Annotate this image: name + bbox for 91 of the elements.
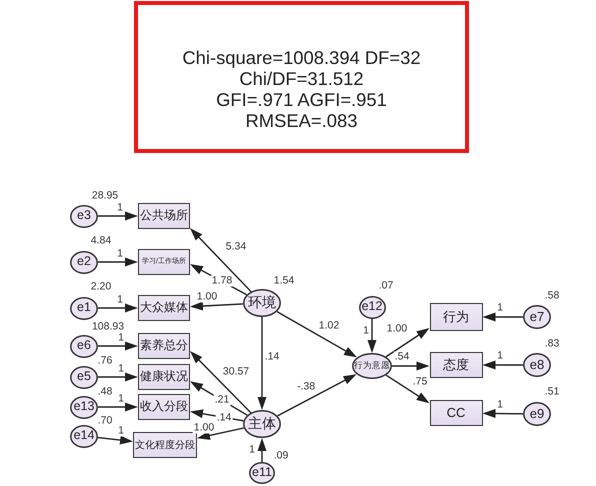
edge-label: 1 [248, 444, 256, 456]
arrow [276, 310, 357, 358]
arrow [190, 351, 252, 414]
fit-statistic-text: GFI=.971 AGFI=.951 [216, 88, 387, 110]
edge-label: .21 [214, 394, 230, 406]
error-term-circle: e5 [70, 366, 98, 388]
observed-variable-box: 收入分段 [138, 394, 190, 420]
observed-variable-box: 态度 [430, 352, 482, 378]
error-term-circle: e2 [70, 250, 98, 274]
edge-label: -.38 [296, 382, 316, 392]
edge-label: 1 [496, 302, 504, 314]
variance-label: .83 [544, 338, 560, 350]
error-term-circle: e11 [249, 462, 275, 484]
error-term-circle: e7 [523, 305, 551, 329]
arrow [98, 402, 138, 412]
variance-label: 2.20 [90, 282, 112, 292]
arrow [98, 258, 138, 266]
error-term-circle: e1 [70, 296, 98, 320]
arrow [98, 372, 138, 382]
arrow [482, 409, 523, 418]
arrow [98, 304, 138, 312]
fit-statistic-text: Chi-square=1008.394 DF=32 [182, 46, 421, 68]
edge-label: 30.57 [222, 366, 250, 378]
variance-label: .48 [96, 386, 114, 398]
variance-label: .51 [544, 386, 560, 398]
variance-label: 28.95 [90, 190, 120, 202]
arrow [277, 374, 356, 416]
arrow [190, 228, 252, 292]
observed-variable-box: 行为 [430, 303, 482, 331]
variance-label: 108.93 [90, 322, 126, 332]
arrow [392, 362, 430, 370]
edge-label: 1 [117, 364, 125, 374]
edge-label: 1 [496, 400, 504, 410]
edge-label: .75 [412, 376, 428, 388]
error-term-circle: e12 [358, 296, 386, 318]
edge-label: .14 [216, 412, 232, 423]
edge-label: 1 [117, 426, 125, 436]
edge-label: 1.00 [192, 422, 216, 434]
observed-variable-box: 健康状况 [138, 364, 190, 390]
error-term-circle: e8 [523, 353, 551, 377]
arrow [197, 427, 244, 440]
arrow [482, 360, 523, 370]
edge-label: .54 [394, 352, 410, 362]
fit-statistics-box [134, 1, 469, 153]
edge-label: .14 [264, 352, 280, 362]
observed-variable-box: 素养总分 [138, 333, 190, 359]
edge-label: 1 [117, 332, 125, 344]
edge-label: 1 [116, 248, 124, 260]
error-term-circle: e9 [523, 402, 551, 426]
arrow [482, 312, 523, 322]
edge-label: 1 [116, 294, 124, 306]
arrow [386, 328, 430, 358]
variance-label: .70 [96, 416, 114, 426]
latent-variable-ellipse: 行为意愿 [352, 353, 392, 379]
edge-label: 1.02 [318, 320, 340, 332]
observed-variable-box: CC [430, 400, 482, 426]
arrow [98, 212, 138, 220]
variance-label: .58 [544, 290, 560, 302]
arrow [98, 436, 133, 444]
edge-label: 1.00 [386, 324, 408, 334]
edge-label: 1.78 [210, 276, 234, 286]
fit-statistic-text: RMSEA=.083 [246, 110, 358, 130]
variance-label: .76 [96, 356, 114, 366]
observed-variable-box: 大众媒体 [138, 295, 190, 321]
error-term-circle: e3 [70, 204, 98, 228]
variance-label: .07 [378, 280, 394, 292]
latent-variable-ellipse: 主体 [243, 410, 281, 438]
edge-label: 1 [116, 202, 124, 214]
arrow [190, 264, 248, 296]
variance-label: 4.84 [90, 236, 112, 246]
error-term-circle: e6 [70, 334, 98, 358]
arrow [258, 317, 266, 410]
arrow [386, 374, 430, 404]
variance-label: .09 [272, 450, 290, 462]
arrow [98, 342, 138, 350]
edge-label: 1 [362, 326, 370, 336]
edge-label: 5.34 [224, 242, 248, 252]
arrow [190, 302, 244, 310]
edge-label: 1 [496, 350, 504, 362]
variance-label: 1.54 [272, 276, 296, 286]
error-term-circle: e14 [70, 424, 98, 448]
arrow [190, 381, 248, 416]
edge-label: 1.00 [196, 292, 218, 302]
arrow [368, 318, 376, 353]
observed-variable-box: 公共场所 [138, 203, 190, 229]
edge-label: 1 [117, 394, 125, 404]
error-term-circle: e13 [70, 396, 98, 418]
observed-variable-box: 文化程度分段 [133, 432, 197, 458]
fit-statistic-text: Chi/DF=31.512 [239, 68, 364, 88]
latent-variable-ellipse: 环境 [243, 289, 281, 317]
arrow [258, 438, 266, 462]
